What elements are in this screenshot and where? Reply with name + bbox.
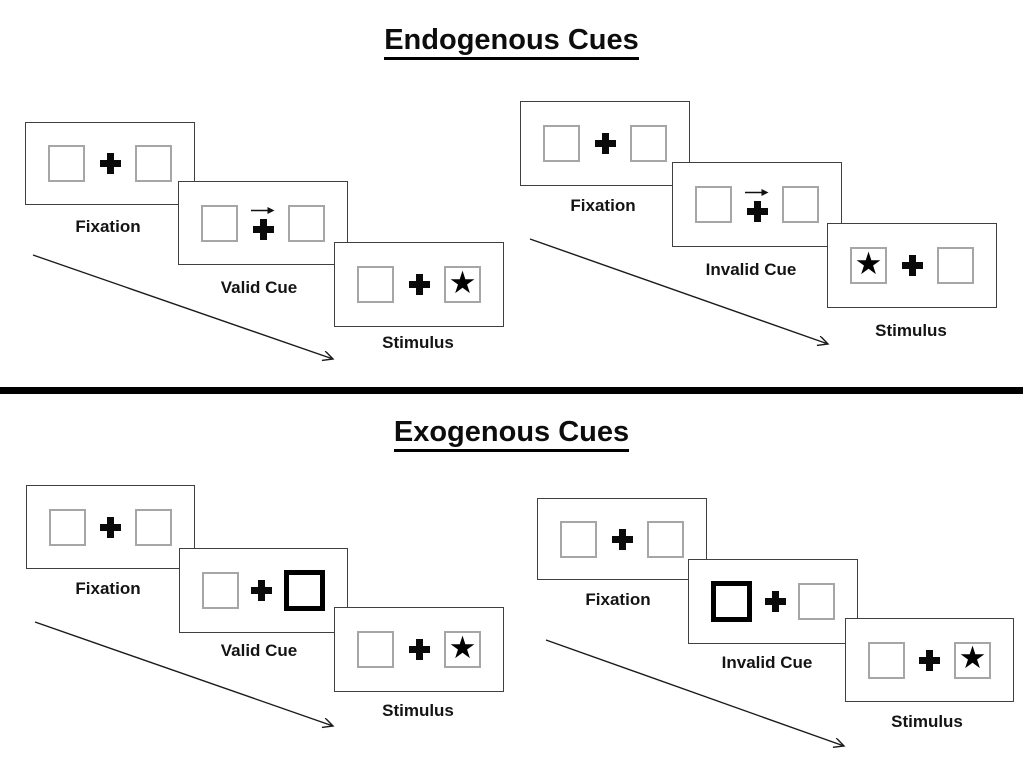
right-box: ★: [444, 266, 481, 303]
timeline-arrow: [32, 254, 345, 369]
fixation-cross-icon: [100, 516, 121, 538]
right-box: [647, 520, 684, 558]
left-box: [49, 508, 86, 546]
fixation-cross-icon: [251, 580, 272, 601]
fixation-card: [537, 498, 707, 580]
card-label: Stimulus: [382, 333, 454, 352]
star-icon: ★: [448, 629, 477, 666]
right-box: [630, 125, 667, 162]
right-box: [135, 508, 172, 546]
valid-cue-card: [179, 548, 348, 633]
invalid-cue-card: [672, 162, 842, 247]
left-box: [357, 266, 394, 303]
left-box: [48, 145, 85, 182]
fixation-cross-icon: [611, 528, 633, 550]
right-box: [937, 247, 974, 284]
fixation-card: [26, 485, 195, 569]
stimulus-card: ★: [845, 618, 1014, 702]
fixation-cross-icon: [252, 219, 274, 240]
section-title-text: Endogenous Cues: [384, 24, 639, 60]
star-icon: ★: [448, 264, 477, 301]
star-icon: ★: [854, 245, 883, 282]
card-label: Stimulus: [891, 712, 963, 731]
left-box: [357, 631, 394, 668]
left-box: [202, 572, 239, 609]
card-label: Valid Cue: [220, 278, 298, 297]
card-label: Stimulus: [875, 321, 947, 340]
cue-box: [284, 570, 325, 611]
invalid-cue-card: [688, 559, 858, 644]
right-box: ★: [444, 631, 481, 668]
stimulus-card: ★: [827, 223, 997, 308]
timeline-arrow: [34, 621, 343, 736]
stimulus-card: ★: [334, 607, 504, 692]
right-box: [782, 186, 819, 223]
left-box: [868, 641, 905, 679]
timeline-arrow: [545, 639, 854, 756]
timeline-arrow: [529, 238, 838, 355]
card-label: Invalid Cue: [705, 260, 797, 279]
card-label: Fixation: [570, 196, 636, 215]
right-box: [288, 204, 325, 242]
right-box: [135, 145, 172, 182]
fixation-cross-icon: [901, 255, 923, 276]
fixation-cross-icon: [594, 133, 616, 154]
card-label: Fixation: [585, 590, 651, 609]
left-box: [201, 204, 238, 242]
fixation-cross-icon: [919, 649, 940, 671]
left-box: ★: [850, 247, 887, 284]
left-box: [543, 125, 580, 162]
valid-cue-card: [178, 181, 348, 265]
fixation-card: [520, 101, 690, 186]
star-icon: ★: [958, 640, 987, 676]
fixation-cross-icon: [408, 639, 430, 660]
card-label: Fixation: [75, 579, 141, 598]
right-box: [798, 583, 835, 620]
card-label: Fixation: [75, 217, 141, 236]
cue-box: [711, 581, 752, 622]
fixation-cross-icon: [408, 274, 430, 295]
cue-arrow-icon: [745, 188, 769, 196]
fixation-card: [25, 122, 195, 205]
fixation-cross-icon: [764, 591, 786, 612]
right-box: ★: [954, 640, 991, 679]
left-box: [560, 520, 597, 558]
fixation-cross-icon: [746, 200, 768, 222]
section-title-text: Exogenous Cues: [393, 416, 630, 452]
card-label: Invalid Cue: [721, 653, 813, 672]
fixation-cross-icon: [99, 153, 121, 174]
section-divider: [0, 387, 1023, 394]
section-title-exogenous: Exogenous Cues: [0, 416, 1023, 452]
card-label: Stimulus: [382, 701, 454, 720]
section-title-endogenous: Endogenous Cues: [0, 24, 1023, 60]
left-box: [695, 186, 732, 223]
cue-arrow-icon: [251, 207, 275, 214]
stimulus-card: ★: [334, 242, 504, 327]
card-label: Valid Cue: [220, 641, 298, 660]
